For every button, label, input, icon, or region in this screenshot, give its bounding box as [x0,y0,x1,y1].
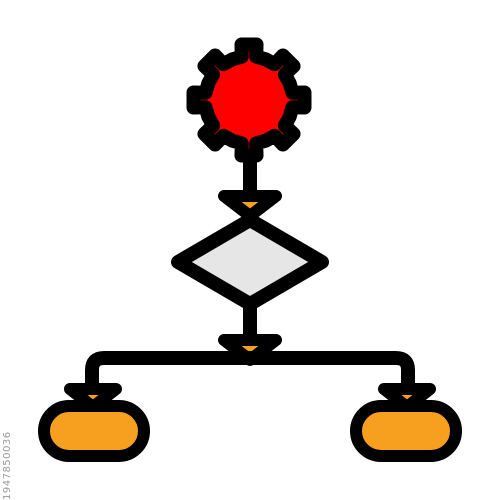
decision-diamond [171,213,329,311]
down-arrow-right [378,383,436,413]
terminal-right [350,400,462,462]
branch-line [85,351,415,397]
down-arrow-middle [218,334,282,366]
gear-icon [186,37,312,163]
stock-id-watermark: 1947850036 [2,431,13,500]
terminal-left [38,400,150,462]
down-arrow-top [218,190,282,222]
down-arrow-left [64,383,122,413]
